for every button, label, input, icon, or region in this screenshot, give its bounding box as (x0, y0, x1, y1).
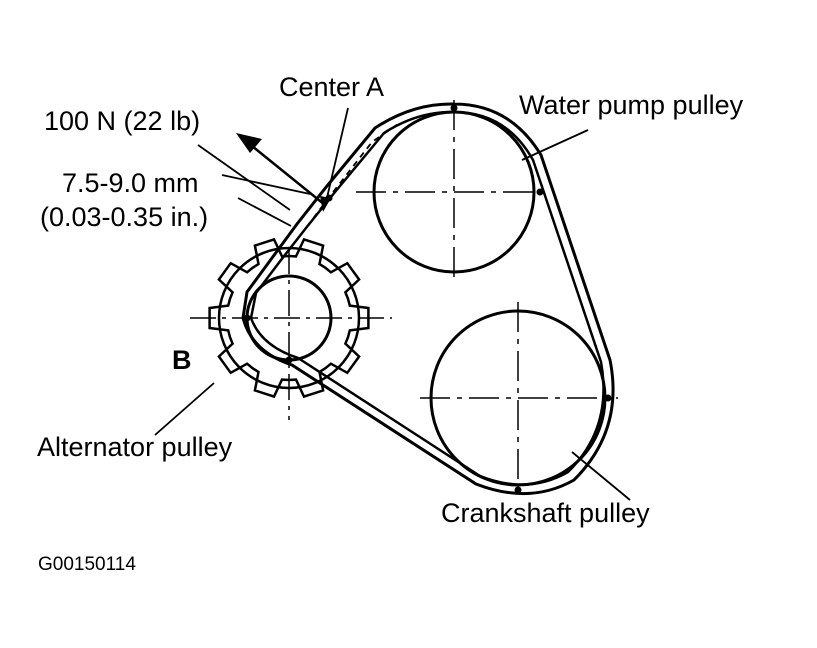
water-pump-pulley-label: Water pump pulley (519, 90, 744, 120)
drive-belt-inner (249, 110, 605, 486)
force-arrow (236, 133, 326, 206)
deflection-dashed-belt (299, 123, 399, 237)
deflection-in-label: (0.03-0.35 in.) (40, 202, 209, 232)
drive-belt-outer (241, 102, 615, 496)
alternator-pulley-label: Alternator pulley (37, 432, 233, 462)
force-label: 100 N (22 lb) (44, 106, 201, 136)
deflection-mm-label: 7.5-9.0 mm (62, 168, 199, 198)
water-pump-centerlines (356, 100, 552, 280)
crankshaft-pulley-label: Crankshaft pulley (441, 498, 650, 528)
center-a-label: Center A (279, 72, 385, 102)
point-b-label: B (172, 345, 192, 375)
crankshaft-centerlines (420, 302, 618, 496)
leader-lines (154, 107, 631, 501)
figure-id: G00150114 (38, 554, 136, 575)
belt-contact-points (243, 104, 612, 494)
alternator-centerlines (190, 248, 392, 420)
